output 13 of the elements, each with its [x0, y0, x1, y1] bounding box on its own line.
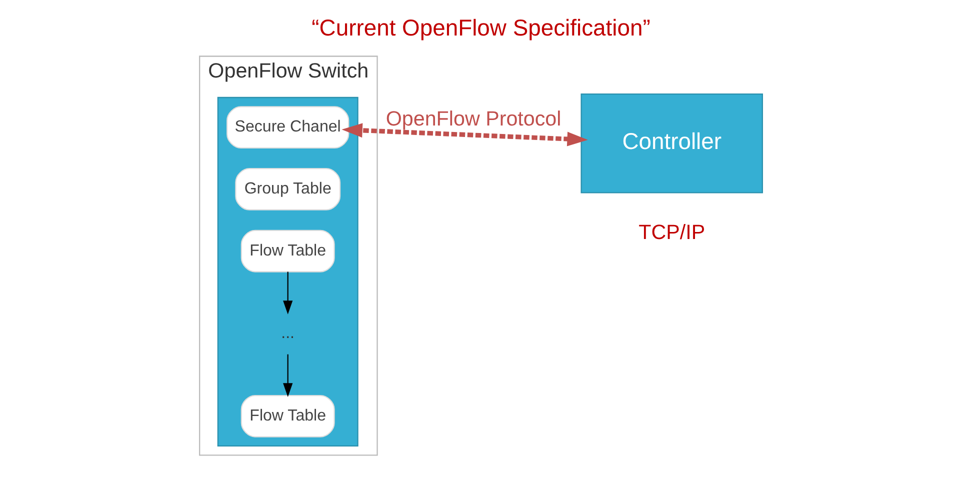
edge-label: OpenFlow Protocol — [386, 107, 562, 130]
label: TCP/IP — [638, 220, 706, 244]
node-box: Controller — [580, 94, 763, 194]
cluster — [217, 96, 358, 447]
node-text: ... — [281, 324, 295, 342]
node-box: Flow Table — [240, 394, 335, 438]
node-box: Flow Table — [240, 230, 335, 272]
arrow — [342, 123, 588, 146]
node-box: Group Table — [235, 168, 341, 210]
arrow — [283, 354, 293, 397]
arrow — [283, 272, 293, 314]
node-box: Secure Chanel — [226, 106, 350, 149]
diagram-title: “Current OpenFlow Specification” — [312, 14, 650, 41]
